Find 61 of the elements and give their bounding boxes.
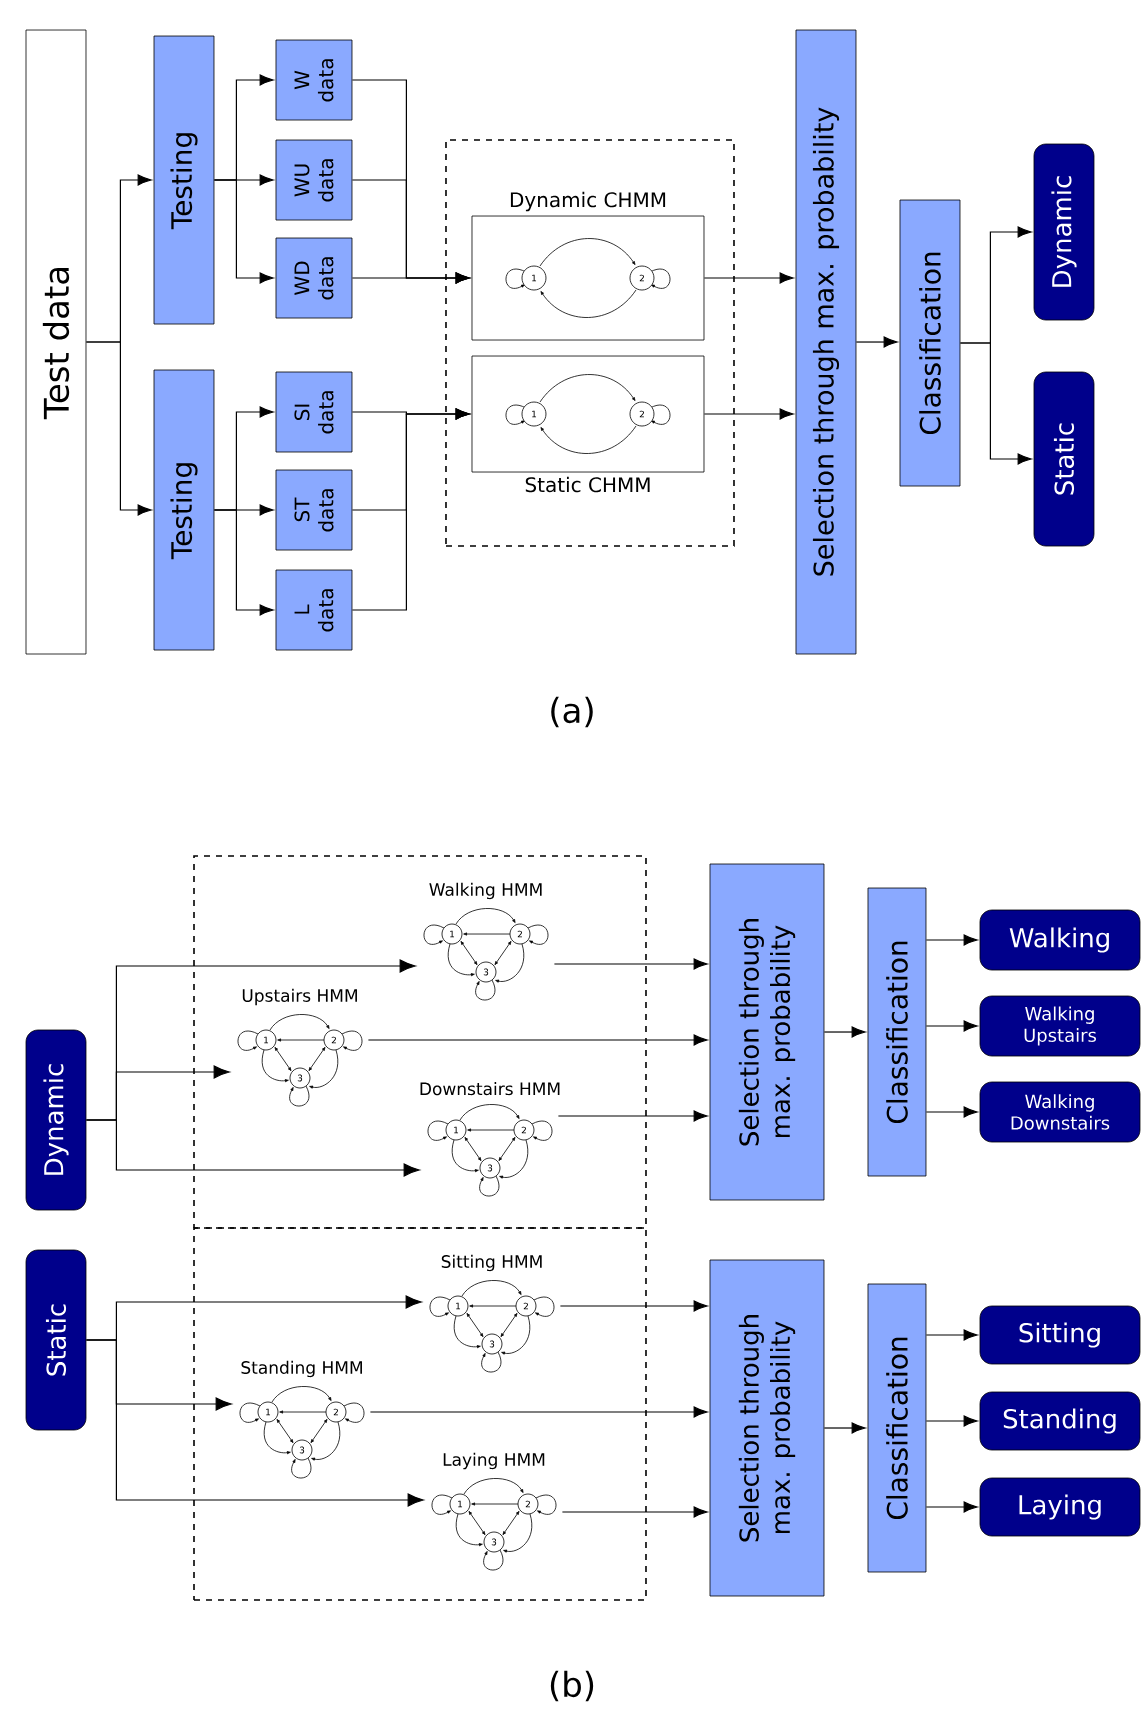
panel-label: (a) [551, 696, 593, 728]
result-box: Walking [979, 909, 1141, 971]
process-box: SI data [275, 371, 353, 453]
dashed-group-box [445, 139, 735, 547]
arrow [553, 958, 708, 970]
result-box: Walking Downstairs [979, 1081, 1141, 1143]
process-box: W data [275, 39, 353, 121]
arrow [85, 1119, 420, 1177]
process-box: ST data [275, 469, 353, 551]
result-box: Static [1033, 371, 1095, 547]
arrow [925, 1106, 978, 1118]
arrow [85, 341, 152, 516]
arrow [703, 272, 794, 284]
model-label: Upstairs HMM [242, 988, 357, 1006]
process-box: Classification [899, 199, 961, 487]
arrow [351, 408, 470, 611]
input-box: Test data [25, 29, 87, 655]
arrow [213, 509, 274, 616]
arrow [925, 1415, 978, 1427]
arrow [557, 1110, 708, 1122]
arrow [85, 1339, 424, 1507]
arrow [925, 1329, 978, 1341]
arrow [559, 1300, 708, 1312]
process-box: Selection through max. probability [709, 1259, 825, 1597]
arrow [925, 934, 978, 946]
process-box: Selection through max. probability [795, 29, 857, 655]
arrow [213, 179, 274, 284]
model-label: Downstairs HMM [420, 1082, 560, 1096]
arrow [823, 1026, 866, 1038]
process-box: Classification [867, 887, 927, 1177]
arrow [561, 1506, 708, 1518]
dashed-group-box [193, 1227, 647, 1601]
result-box: Dynamic [1033, 143, 1095, 321]
result-box: Standing [979, 1391, 1141, 1451]
panel-label: (b) [550, 1670, 594, 1702]
model-label: Sitting HMM [441, 1254, 542, 1272]
process-box: Testing [153, 35, 215, 325]
model-label: Laying HMM [443, 1452, 545, 1470]
arrow [351, 272, 470, 284]
model-label: Walking HMM [429, 882, 542, 900]
result-box: Static [25, 1249, 87, 1431]
arrow [855, 336, 898, 348]
arrow [959, 342, 1032, 465]
result-box: Dynamic [25, 1029, 87, 1211]
result-box: Walking Upstairs [979, 995, 1141, 1057]
result-box: Sitting [979, 1305, 1141, 1365]
model-label: Standing HMM [241, 1360, 362, 1378]
process-box: Testing [153, 369, 215, 651]
arrow [925, 1501, 978, 1513]
arrow [823, 1422, 866, 1434]
arrow [703, 408, 794, 420]
result-box: Laying [979, 1477, 1141, 1537]
arrow [369, 1406, 708, 1418]
process-box: Classification [867, 1283, 927, 1573]
process-box: Selection through max. probability [709, 863, 825, 1201]
process-box: L data [275, 569, 353, 651]
arrow [925, 1020, 978, 1032]
process-box: WU data [275, 139, 353, 221]
dashed-group-box [193, 855, 647, 1229]
arrow [367, 1034, 708, 1046]
process-box: WD data [275, 237, 353, 319]
